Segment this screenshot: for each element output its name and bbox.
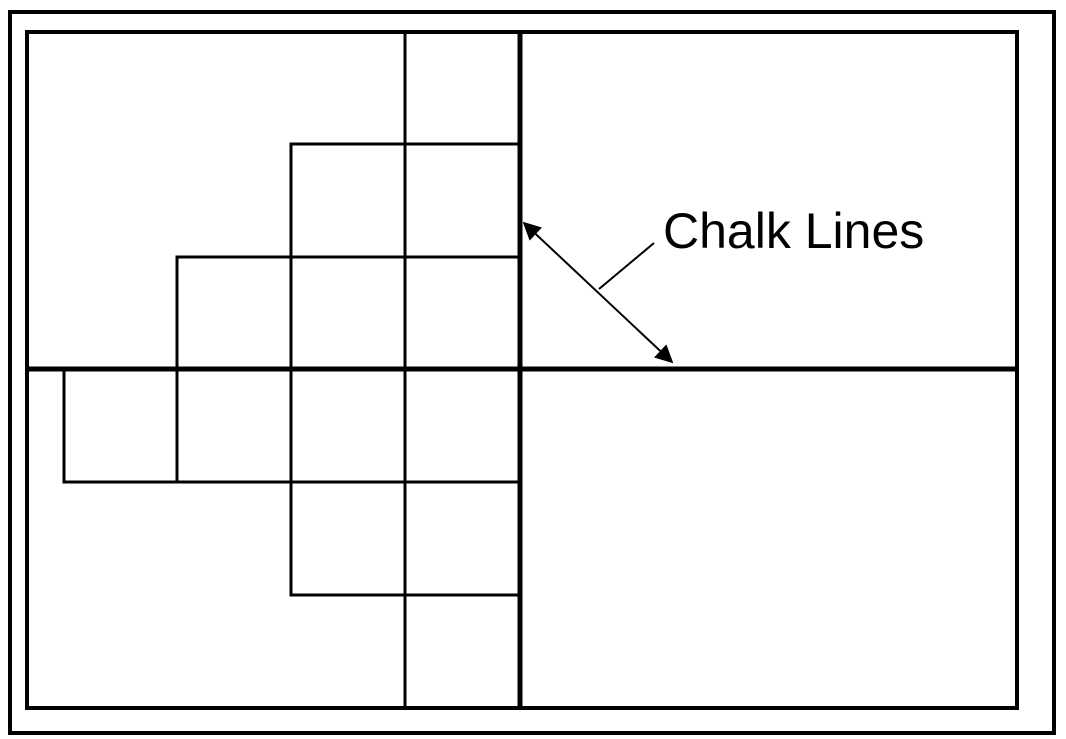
chalk-lines-label: Chalk Lines bbox=[663, 203, 925, 259]
tile bbox=[403, 480, 521, 597]
tile bbox=[289, 255, 407, 371]
tile bbox=[403, 367, 521, 484]
leader-line bbox=[598, 242, 655, 290]
tile bbox=[175, 367, 293, 484]
tile bbox=[403, 142, 521, 259]
tile bbox=[403, 30, 521, 146]
tile bbox=[289, 367, 407, 484]
tile bbox=[289, 142, 407, 259]
double-arrow bbox=[522, 221, 674, 364]
tile bbox=[289, 480, 407, 597]
tile bbox=[403, 593, 521, 710]
tile bbox=[175, 255, 293, 371]
outer-frame bbox=[8, 10, 1056, 735]
tile bbox=[403, 255, 521, 371]
tile bbox=[62, 367, 179, 484]
